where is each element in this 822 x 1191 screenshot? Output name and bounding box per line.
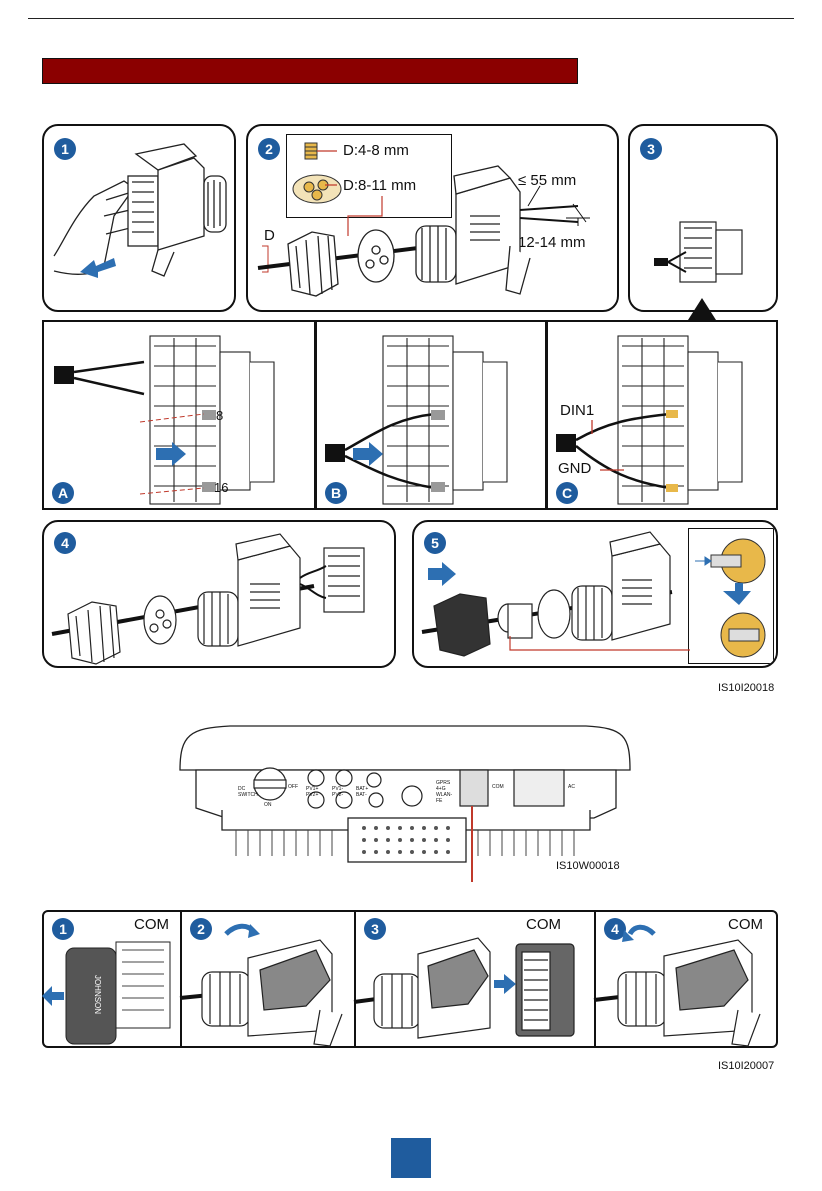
- com-step-2: 2: [180, 910, 356, 1048]
- com-port-label: COM: [492, 784, 504, 790]
- pv-minus-label: PV1- PV2-: [332, 786, 348, 798]
- plug-connector-illustration: [354, 910, 594, 1048]
- close-latch-illustration: [594, 910, 778, 1048]
- dc-switch-label: DC SWITCH: [238, 786, 254, 798]
- figure-code: IS10I20007: [718, 1060, 774, 1072]
- figure-code: IS10W00018: [556, 860, 620, 872]
- ac-port-label: AC: [568, 784, 575, 790]
- off-label: OFF: [288, 784, 298, 790]
- com-step-3: 3 COM: [354, 910, 596, 1048]
- page-number-box: [391, 1138, 431, 1178]
- open-latch-illustration: [180, 910, 354, 1048]
- cover-brand-text: JOHNSON: [93, 975, 102, 1014]
- gprs-label: GPRS 4+G WLAN-FE: [436, 780, 456, 804]
- com-step-1: 1 COM JOHNSON: [42, 910, 182, 1048]
- pv-plus-label: PV1+ PV2+: [306, 786, 322, 798]
- on-label: ON: [264, 802, 272, 808]
- remove-com-cover-illustration: [42, 910, 180, 1048]
- bat-label: BAT+ BAT-: [356, 786, 372, 798]
- com-step-4: 4 COM: [594, 910, 778, 1048]
